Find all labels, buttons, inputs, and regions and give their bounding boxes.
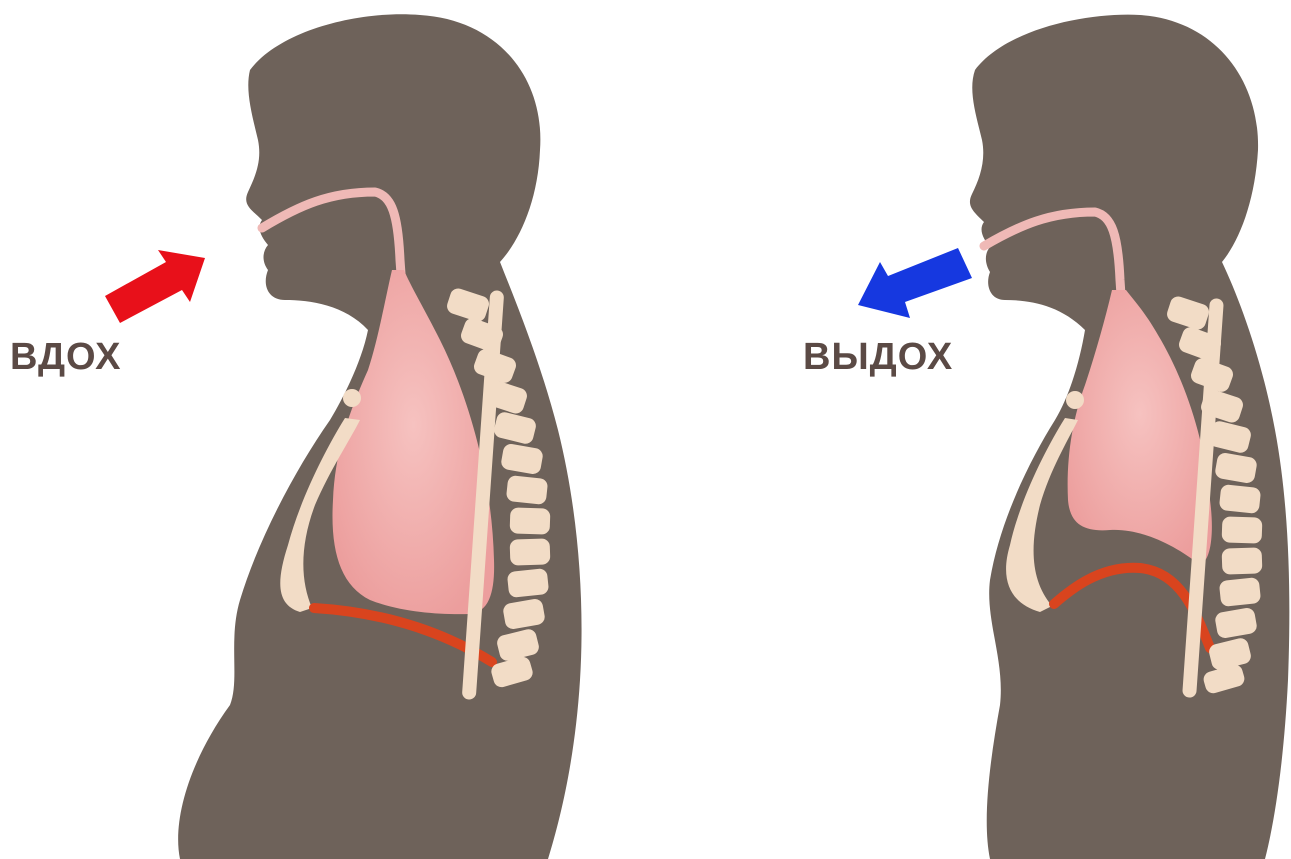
arrow-down-left-icon	[858, 248, 972, 318]
exhale-figure	[970, 15, 1289, 859]
exhale-label: ВЫДОХ	[803, 336, 953, 379]
inhale-label: ВДОХ	[10, 336, 121, 379]
inhale-collarbone	[343, 389, 361, 407]
exhale-collarbone	[1066, 391, 1084, 409]
inhale-figure	[178, 14, 581, 859]
arrow-up-right-icon	[105, 250, 205, 323]
